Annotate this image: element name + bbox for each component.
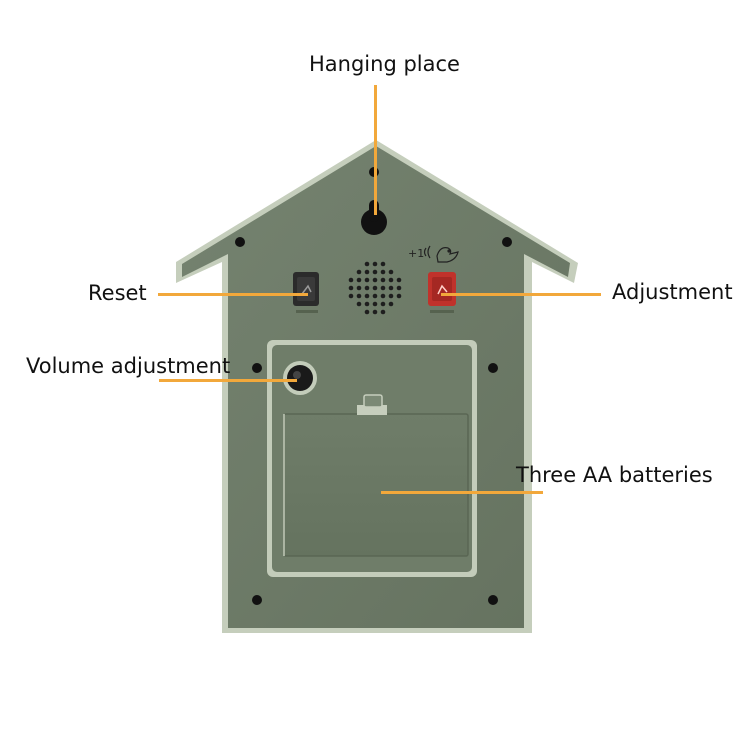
speaker-hole xyxy=(348,277,354,283)
batteries-label: Three AA batteries xyxy=(516,463,713,487)
screw-hole-icon xyxy=(235,237,245,247)
screw-hole-icon xyxy=(252,363,262,373)
counter-text: +1 xyxy=(408,247,424,260)
speaker-hole xyxy=(380,277,386,283)
speaker-hole xyxy=(388,285,394,291)
leader-hanging-place xyxy=(374,85,377,215)
speaker-grille-icon xyxy=(348,261,402,315)
battery-door xyxy=(283,413,469,557)
speaker-hole xyxy=(388,277,394,283)
leader-volume-adjustment xyxy=(159,379,297,382)
speaker-hole xyxy=(396,277,402,283)
leader-batteries xyxy=(381,491,543,494)
speaker-hole xyxy=(380,301,386,307)
hanging-place-label: Hanging place xyxy=(309,52,460,76)
speaker-hole xyxy=(364,269,370,275)
speaker-hole xyxy=(380,293,386,299)
screw-hole-icon xyxy=(502,237,512,247)
leader-reset xyxy=(158,293,308,296)
speaker-hole xyxy=(380,285,386,291)
screw-hole-icon xyxy=(252,595,262,605)
speaker-hole xyxy=(364,261,370,267)
speaker-hole xyxy=(396,285,402,291)
volume-adjustment-label: Volume adjustment xyxy=(26,354,231,378)
speaker-hole xyxy=(348,285,354,291)
adjustment-label: Adjustment xyxy=(612,280,733,304)
speaker-hole xyxy=(364,301,370,307)
speaker-hole xyxy=(364,309,370,315)
speaker-hole xyxy=(372,293,378,299)
speaker-hole xyxy=(372,269,378,275)
speaker-hole xyxy=(372,277,378,283)
speaker-hole xyxy=(356,269,362,275)
speaker-hole xyxy=(380,261,386,267)
speaker-hole xyxy=(348,293,354,299)
battery-latch[interactable] xyxy=(357,394,387,415)
screw-hole-icon xyxy=(488,595,498,605)
speaker-hole xyxy=(364,285,370,291)
speaker-hole xyxy=(356,277,362,283)
speaker-hole xyxy=(380,269,386,275)
speaker-hole xyxy=(356,301,362,307)
screw-hole-icon xyxy=(488,363,498,373)
speaker-hole xyxy=(356,293,362,299)
reset-label: Reset xyxy=(88,281,147,305)
leader-adjustment xyxy=(441,293,601,296)
volume-knob[interactable] xyxy=(283,361,317,395)
speaker-hole xyxy=(388,269,394,275)
speaker-hole xyxy=(356,285,362,291)
speaker-hole xyxy=(372,301,378,307)
bird-sound-icon xyxy=(423,245,459,263)
speaker-hole xyxy=(372,309,378,315)
speaker-hole xyxy=(372,285,378,291)
speaker-hole xyxy=(364,277,370,283)
speaker-hole xyxy=(364,293,370,299)
speaker-hole xyxy=(372,261,378,267)
speaker-hole xyxy=(388,293,394,299)
speaker-hole xyxy=(396,293,402,299)
speaker-hole xyxy=(388,301,394,307)
speaker-hole xyxy=(380,309,386,315)
